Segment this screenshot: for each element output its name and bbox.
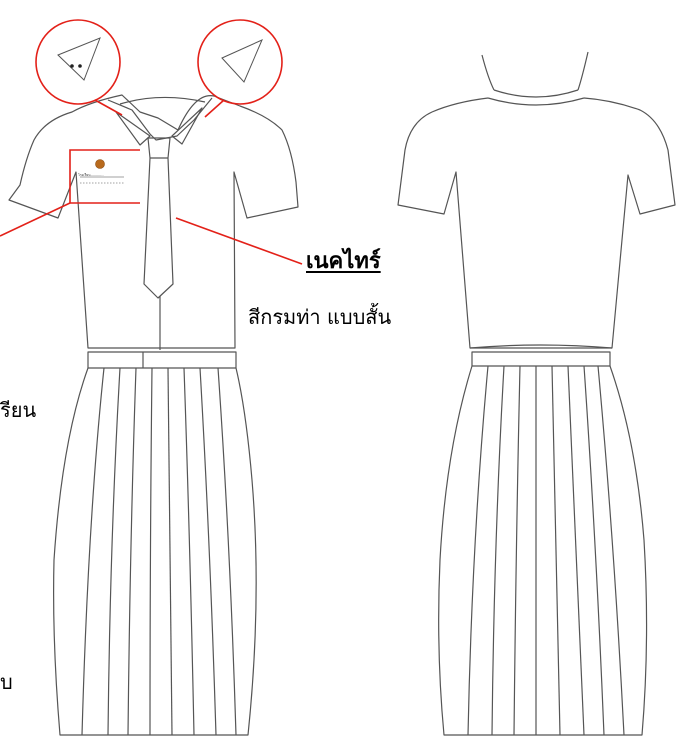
collar-pin-details [57, 37, 263, 83]
necktie-description: สีกรมท่า แบบสั้น [248, 305, 392, 329]
name-tag-leader [0, 202, 71, 237]
back-neck [481, 51, 589, 91]
collar-point-left [57, 37, 101, 81]
collar-pin-right-callout [197, 19, 283, 105]
front-collar-inner [119, 96, 206, 105]
front-lapel-right [171, 107, 203, 145]
back-view [397, 51, 676, 736]
front-shirt-outline [8, 94, 299, 349]
collar-point-right [221, 39, 263, 83]
front-waistband [87, 351, 237, 369]
front-lapel-left [115, 111, 151, 146]
back-shirt-hem [469, 344, 613, 349]
callouts [0, 19, 303, 265]
front-skirt-pleats [81, 367, 237, 736]
collar-right-leader [204, 99, 225, 118]
front-view [8, 94, 299, 736]
back-collar [487, 89, 585, 106]
collar-left-leader [94, 99, 123, 116]
front-skirt-outline [53, 367, 257, 736]
collar-pin-left-callout [35, 19, 121, 105]
back-skirt-outline [438, 365, 648, 736]
necktie-label: เนคไทร์ [306, 248, 381, 274]
cut-off-text-2: บ [0, 670, 13, 694]
name-tag [80, 159, 124, 184]
necktie [143, 137, 174, 299]
back-shirt-outline [397, 97, 676, 349]
front-collar [107, 97, 213, 141]
back-skirt-pleats [467, 365, 625, 736]
school-emblem-icon [95, 159, 105, 169]
collar-pin-dot-1 [70, 64, 74, 68]
necktie-leader [175, 217, 303, 265]
name-tag-text: โรงเรียน............ [78, 173, 104, 177]
back-waistband [471, 351, 611, 367]
cut-off-text-1: รียน [0, 398, 37, 422]
name-tag-bracket [69, 149, 140, 204]
collar-pin-dot-2 [78, 64, 82, 68]
